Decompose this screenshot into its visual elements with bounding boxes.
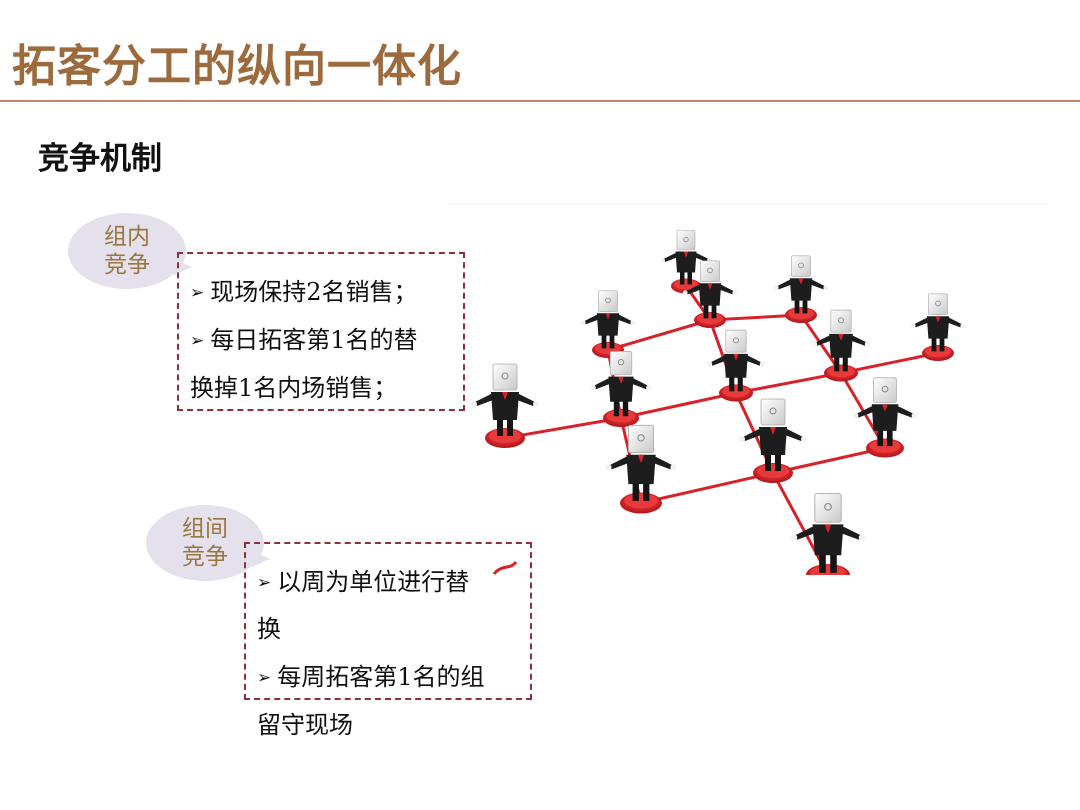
network-link xyxy=(620,391,737,420)
person-on-disc-icon xyxy=(812,309,870,382)
inter-group-box xyxy=(244,542,532,700)
intra-group-box xyxy=(177,252,465,411)
inter-group-item-2: ➢每周拓客第1名的组 xyxy=(257,663,485,691)
person-on-disc-icon xyxy=(682,260,738,328)
person-on-disc-icon xyxy=(739,398,807,483)
network-people-illustration xyxy=(448,203,1048,575)
intra-group-label-line2: 竞争 xyxy=(104,252,150,278)
intra-group-item-1: ➢现场保持2名销售； xyxy=(190,278,418,306)
bullet-arrow-icon: ➢ xyxy=(190,283,205,303)
title-divider xyxy=(0,100,1080,102)
inter-group-label-line1: 组间 xyxy=(182,516,228,542)
inter-group-item-1-cont: 换 xyxy=(257,615,281,643)
bullet-arrow-icon: ➢ xyxy=(190,331,205,351)
person-on-disc-icon xyxy=(852,377,918,458)
inter-group-item-2-cont: 留守现场 xyxy=(257,711,353,739)
network-link xyxy=(607,318,711,352)
network-link xyxy=(640,471,774,505)
network-link xyxy=(772,446,886,475)
person-on-disc-icon xyxy=(471,363,539,448)
network-link xyxy=(840,351,939,375)
person-on-disc-icon xyxy=(590,351,652,427)
bullet-arrow-icon: ➢ xyxy=(257,573,272,593)
intra-group-bubble: 组内 竞争 xyxy=(68,213,192,289)
intra-group-item-2: ➢每日拓客第1名的替 xyxy=(190,326,418,354)
person-on-disc-icon xyxy=(790,493,866,575)
person-on-disc-icon xyxy=(910,293,966,361)
intra-group-item-2-cont: 换掉1名内场销售； xyxy=(190,374,398,402)
red-swoosh-decoration xyxy=(492,560,518,576)
section-title: 竞争机制 xyxy=(38,141,162,177)
network-link xyxy=(735,371,842,395)
person-on-disc-icon xyxy=(580,290,636,358)
page-title: 拓客分工的纵向一体化 xyxy=(12,41,462,92)
inter-group-item-1: ➢以周为单位进行替 xyxy=(257,568,470,596)
intra-group-label-line1: 组内 xyxy=(104,224,150,250)
network-link xyxy=(504,416,622,440)
inter-group-label-line2: 竞争 xyxy=(182,544,228,570)
person-on-disc-icon xyxy=(773,255,829,323)
person-on-disc-icon xyxy=(707,329,765,402)
person-on-disc-icon xyxy=(605,424,677,514)
network-link xyxy=(771,472,830,575)
bullet-arrow-icon: ➢ xyxy=(257,668,272,688)
